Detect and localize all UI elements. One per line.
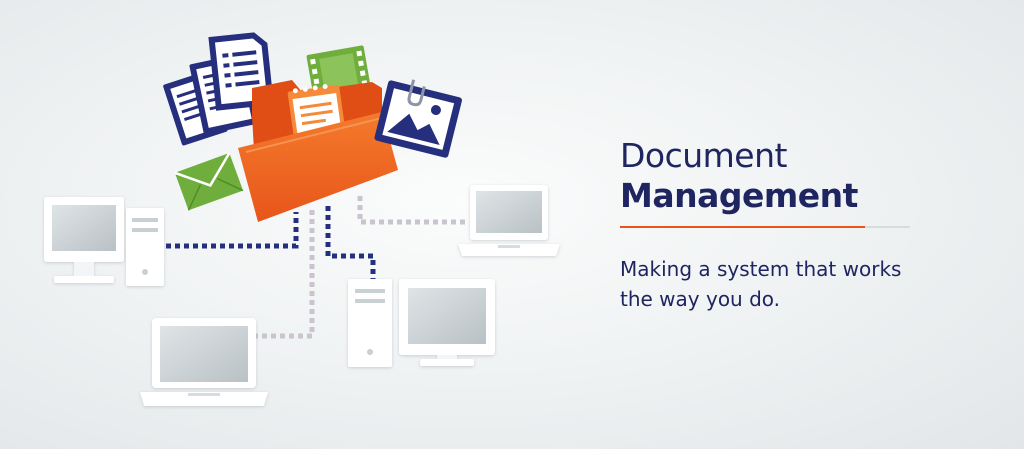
connection-right-laptop [357,196,468,225]
headline-block: Document Management Making a system that… [620,136,920,314]
connection-center-desktop [325,206,376,282]
image-icon [374,79,462,158]
envelope-icon [174,152,244,211]
desktop-icon [348,279,495,367]
title-divider-accent [620,226,865,228]
page-title-line2: Management [620,176,858,215]
laptop-icon [140,318,268,406]
network-illustration [44,32,560,406]
page-title-line1: Document [620,136,787,175]
connection-bottom-laptop [256,210,315,339]
title-divider [620,226,910,228]
desktop-icon [44,197,164,286]
tagline: Making a system that works the way you d… [620,257,902,311]
laptop-icon [458,185,560,256]
connection-left-desktop [166,212,299,249]
folder-icon [238,80,398,222]
network-connections [166,196,468,339]
